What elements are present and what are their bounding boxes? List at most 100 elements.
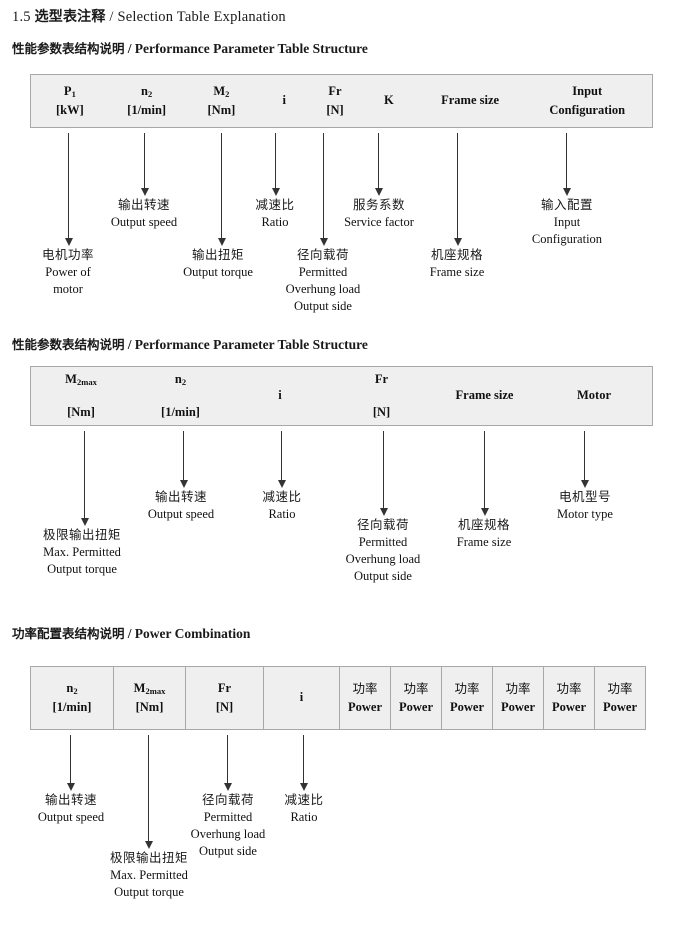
table3-col-power-3-en: Power xyxy=(449,700,484,714)
section-heading-1-en: Performance Parameter Table Structure xyxy=(134,41,368,56)
table3-col-power-3-cn: 功率 xyxy=(454,680,480,696)
annotation-input-configuration-en2: Configuration xyxy=(531,231,603,246)
annotation-permitted-overhung-load-2-en1: Permitted xyxy=(358,534,408,549)
table2-col-i-symbol: i xyxy=(278,388,282,403)
arrow-to-service-factor xyxy=(374,133,383,196)
table3-col-power-1: 功率 Power xyxy=(339,667,390,729)
annotation-permitted-overhung-load-cn: 径向载荷 xyxy=(296,247,349,262)
annotation-input-configuration: 输入配置 Input Configuration xyxy=(511,197,623,248)
table2-col-n2-symbol: n xyxy=(174,371,182,386)
table3-col-power-2-cn: 功率 xyxy=(403,680,429,696)
table1-col-i: i xyxy=(258,75,310,127)
section-heading-2-cn: 性能参数表结构说明 xyxy=(12,337,125,352)
performance-parameter-table-1: P1 [kW] n2 [1/min] M2 [Nm] i Fr [N] K Fr… xyxy=(30,74,653,128)
page-title-separator: / xyxy=(109,9,114,25)
annotation-permitted-overhung-load-3: 径向载荷 Permitted Overhung load Output side xyxy=(173,792,283,860)
table3-col-power-6: 功率 Power xyxy=(594,667,645,729)
arrow-to-output-speed xyxy=(140,133,149,196)
table2-col-frame-size-label: Frame size xyxy=(455,388,514,403)
section-heading-1-separator: / xyxy=(127,41,132,56)
table1-col-k-symbol: K xyxy=(383,93,394,108)
section-heading-2: 性能参数表结构说明 / Performance Parameter Table … xyxy=(12,334,368,353)
table3-col-power-5-en: Power xyxy=(551,700,586,714)
table1-col-n2-symbol: n xyxy=(141,83,148,98)
annotation-service-factor-en1: Service factor xyxy=(344,214,414,229)
annotation-ratio-2-cn: 减速比 xyxy=(262,489,302,504)
table3-col-fr: Fr [N] xyxy=(185,667,263,729)
annotation-frame-size-cn: 机座规格 xyxy=(430,247,483,262)
table3-col-power-2: 功率 Power xyxy=(390,667,441,729)
annotation-output-torque-en1: Output torque xyxy=(183,264,253,279)
arrow-to-frame-size-2 xyxy=(480,431,489,516)
annotation-output-speed: 输出转速 Output speed xyxy=(94,197,194,231)
table1-col-n2-subscript: 2 xyxy=(147,88,153,99)
annotation-frame-size-2: 机座规格 Frame size xyxy=(434,517,534,551)
table2-col-n2-subscript: 2 xyxy=(181,376,187,387)
table1-col-fr-unit: [N] xyxy=(326,103,344,117)
annotation-permitted-overhung-load-en2: Overhung load xyxy=(285,281,361,296)
arrow-to-max-permitted-output-torque-2 xyxy=(80,431,89,526)
table2-col-n2-unit: [1/min] xyxy=(161,405,200,419)
annotation-frame-size-en1: Frame size xyxy=(429,264,485,279)
annotation-frame-size: 机座规格 Frame size xyxy=(407,247,507,281)
table2-col-fr-unit: [N] xyxy=(372,405,391,419)
table3-col-m2max-subscript: 2max xyxy=(145,685,166,696)
table3-col-power-4-en: Power xyxy=(500,700,535,714)
table1-col-k: K xyxy=(360,75,418,127)
annotation-output-speed-3-cn: 输出转速 xyxy=(44,792,97,807)
table3-col-fr-symbol: Fr xyxy=(217,680,232,695)
table1-col-m2: M2 [Nm] xyxy=(185,75,259,127)
annotation-ratio-2: 减速比 Ratio xyxy=(242,489,322,523)
annotation-max-permitted-output-torque-2-en1: Max. Permitted xyxy=(43,544,121,559)
annotation-frame-size-2-cn: 机座规格 xyxy=(457,517,510,532)
annotation-max-permitted-output-torque-2-en2: Output torque xyxy=(47,561,117,576)
table3-col-n2-unit: [1/min] xyxy=(52,700,92,714)
annotation-output-torque-cn: 输出扭矩 xyxy=(191,247,244,262)
annotation-power-of-motor: 电机功率 Power of motor xyxy=(18,247,118,298)
table3-col-fr-unit: [N] xyxy=(215,700,234,714)
page-title: 1.5 选型表注释 / Selection Table Explanation xyxy=(12,6,286,26)
table3-col-power-6-cn: 功率 xyxy=(607,680,633,696)
annotation-ratio-cn: 减速比 xyxy=(255,197,295,212)
table3-col-power-2-en: Power xyxy=(398,700,433,714)
section-heading-2-separator: / xyxy=(127,337,132,352)
performance-parameter-table-2: M2max [Nm] n2 [1/min] i Fr [N] Frame siz… xyxy=(30,366,653,426)
annotation-permitted-overhung-load-2: 径向载荷 Permitted Overhung load Output side xyxy=(328,517,438,585)
table1-col-m2-subscript: 2 xyxy=(225,88,230,99)
arrow-to-ratio-2 xyxy=(277,431,286,488)
annotation-permitted-overhung-load-en1: Permitted xyxy=(298,264,348,279)
table3-col-power-3: 功率 Power xyxy=(441,667,492,729)
annotation-power-of-motor-en2: motor xyxy=(53,281,83,296)
annotation-output-speed-3-en1: Output speed xyxy=(37,809,105,824)
table2-col-m2max-subscript: 2max xyxy=(76,376,97,387)
table3-col-i-symbol: i xyxy=(299,690,304,705)
annotation-permitted-overhung-load-2-en3: Output side xyxy=(354,568,412,583)
table3-col-n2: n2 [1/min] xyxy=(31,667,113,729)
section-heading-1-cn: 性能参数表结构说明 xyxy=(12,41,125,56)
annotation-permitted-overhung-load: 径向载荷 Permitted Overhung load Output side xyxy=(268,247,378,315)
table1-col-p1-subscript: 1 xyxy=(71,88,76,99)
table2-col-frame-size: Frame size xyxy=(433,367,536,425)
arrow-to-power-of-motor xyxy=(64,133,73,246)
annotation-permitted-overhung-load-en3: Output side xyxy=(294,298,352,313)
table2-col-m2max: M2max [Nm] xyxy=(31,367,131,425)
section-heading-3-cn: 功率配置表结构说明 xyxy=(12,626,125,641)
table2-col-m2max-unit: [Nm] xyxy=(67,405,95,419)
table3-col-m2max: M2max [Nm] xyxy=(113,667,185,729)
table3-col-power-5: 功率 Power xyxy=(543,667,594,729)
section-heading-3-en: Power Combination xyxy=(134,626,251,641)
table3-col-n2-symbol: n xyxy=(66,680,74,695)
table1-col-frame-size-label: Frame size xyxy=(441,93,500,108)
annotation-output-speed-3: 输出转速 Output speed xyxy=(19,792,123,826)
table3-col-power-1-en: Power xyxy=(347,700,382,714)
annotation-ratio-3-cn: 减速比 xyxy=(284,792,324,807)
arrow-to-input-configuration xyxy=(562,133,571,196)
annotation-power-of-motor-en1: Power of xyxy=(45,264,91,279)
table1-col-p1: P1 [kW] xyxy=(31,75,109,127)
annotation-service-factor-cn: 服务系数 xyxy=(352,197,405,212)
arrow-to-output-torque xyxy=(217,133,226,246)
annotation-permitted-overhung-load-3-en3: Output side xyxy=(199,843,257,858)
annotation-output-speed-2-en1: Output speed xyxy=(147,506,215,521)
annotation-output-speed-2: 输出转速 Output speed xyxy=(129,489,233,523)
arrow-to-permitted-overhung-load-3 xyxy=(223,735,232,791)
